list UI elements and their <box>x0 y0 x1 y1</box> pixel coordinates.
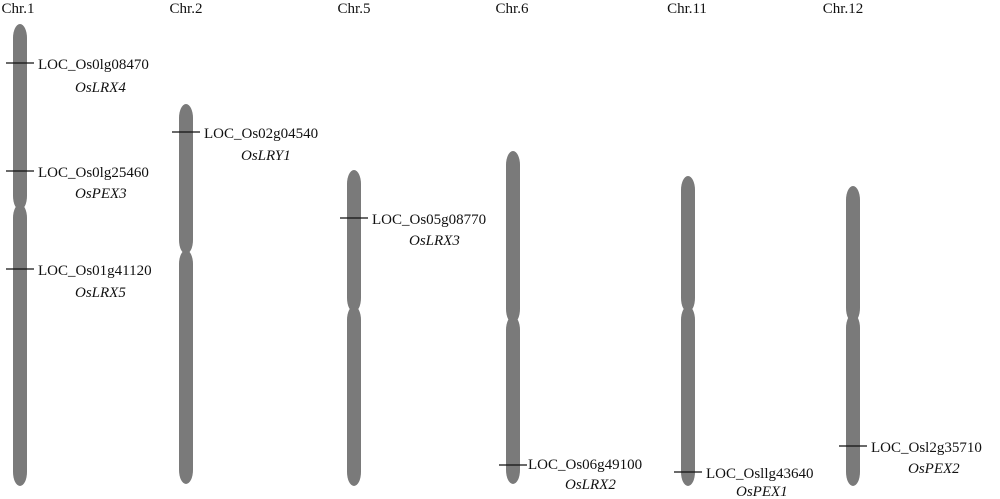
chromosome-arm-long <box>681 306 695 486</box>
gene-label: OsPEX2 <box>908 461 960 477</box>
locus-label: LOC_Os05g08770 <box>372 212 486 228</box>
chromosome-arm-short <box>681 176 695 312</box>
chromosome-label: Chr.2 <box>170 1 203 17</box>
chromosome-group-chr2: Chr.2 LOC_Os02g04540 OsLRY1 <box>170 1 318 484</box>
gene-label: OsLRX2 <box>565 477 616 493</box>
locus-label: LOC_Os0lg25460 <box>38 165 149 181</box>
gene-label: OsLRX3 <box>409 233 460 249</box>
gene-label: OsLRY1 <box>241 148 291 164</box>
gene-label: OsLRX5 <box>75 285 126 301</box>
chromosome-group-chr1: Chr.1 LOC_Os0lg08470 OsLRX4 LOC_Os0lg254… <box>2 1 152 486</box>
chromosome-arm-long <box>347 306 361 486</box>
chromosome-label: Chr.12 <box>823 1 863 17</box>
chromosome-arm-short <box>13 24 27 210</box>
locus-label: LOC_Os06g49100 <box>528 457 642 473</box>
chromosome-group-chr11: Chr.11 LOC_Osllg43640 OsPEX1 <box>667 1 813 499</box>
chromosome-arm-short <box>179 104 193 254</box>
chromosome-arm-long <box>506 316 520 484</box>
locus-label: LOC_Os02g04540 <box>204 126 318 142</box>
chromosome-group-chr5: Chr.5 LOC_Os05g08770 OsLRX3 <box>338 1 486 486</box>
chromosome-arm-short <box>506 151 520 323</box>
chromosome-arm-long <box>13 204 27 486</box>
chromosome-label: Chr.1 <box>2 1 35 17</box>
gene-label: OsLRX4 <box>75 80 126 96</box>
chromosome-group-chr12: Chr.12 LOC_Osl2g35710 OsPEX2 <box>823 1 982 486</box>
chromosome-label: Chr.6 <box>496 1 529 17</box>
locus-label: LOC_Osl2g35710 <box>871 440 982 456</box>
chromosome-arm-long <box>846 314 860 486</box>
chromosome-arm-long <box>179 250 193 484</box>
gene-label: OsPEX1 <box>736 484 788 499</box>
locus-label: LOC_Os01g41120 <box>38 263 152 279</box>
chromosome-label: Chr.5 <box>338 1 371 17</box>
locus-label: LOC_Osllg43640 <box>706 466 814 482</box>
gene-label: OsPEX3 <box>75 186 127 202</box>
locus-label: LOC_Os0lg08470 <box>38 57 149 73</box>
chromosome-arm-short <box>846 186 860 322</box>
chromosome-group-chr6: Chr.6 LOC_Os06g49100 OsLRX2 <box>496 1 643 493</box>
chromosome-arm-short <box>347 170 361 312</box>
chromosome-label: Chr.11 <box>667 1 707 17</box>
